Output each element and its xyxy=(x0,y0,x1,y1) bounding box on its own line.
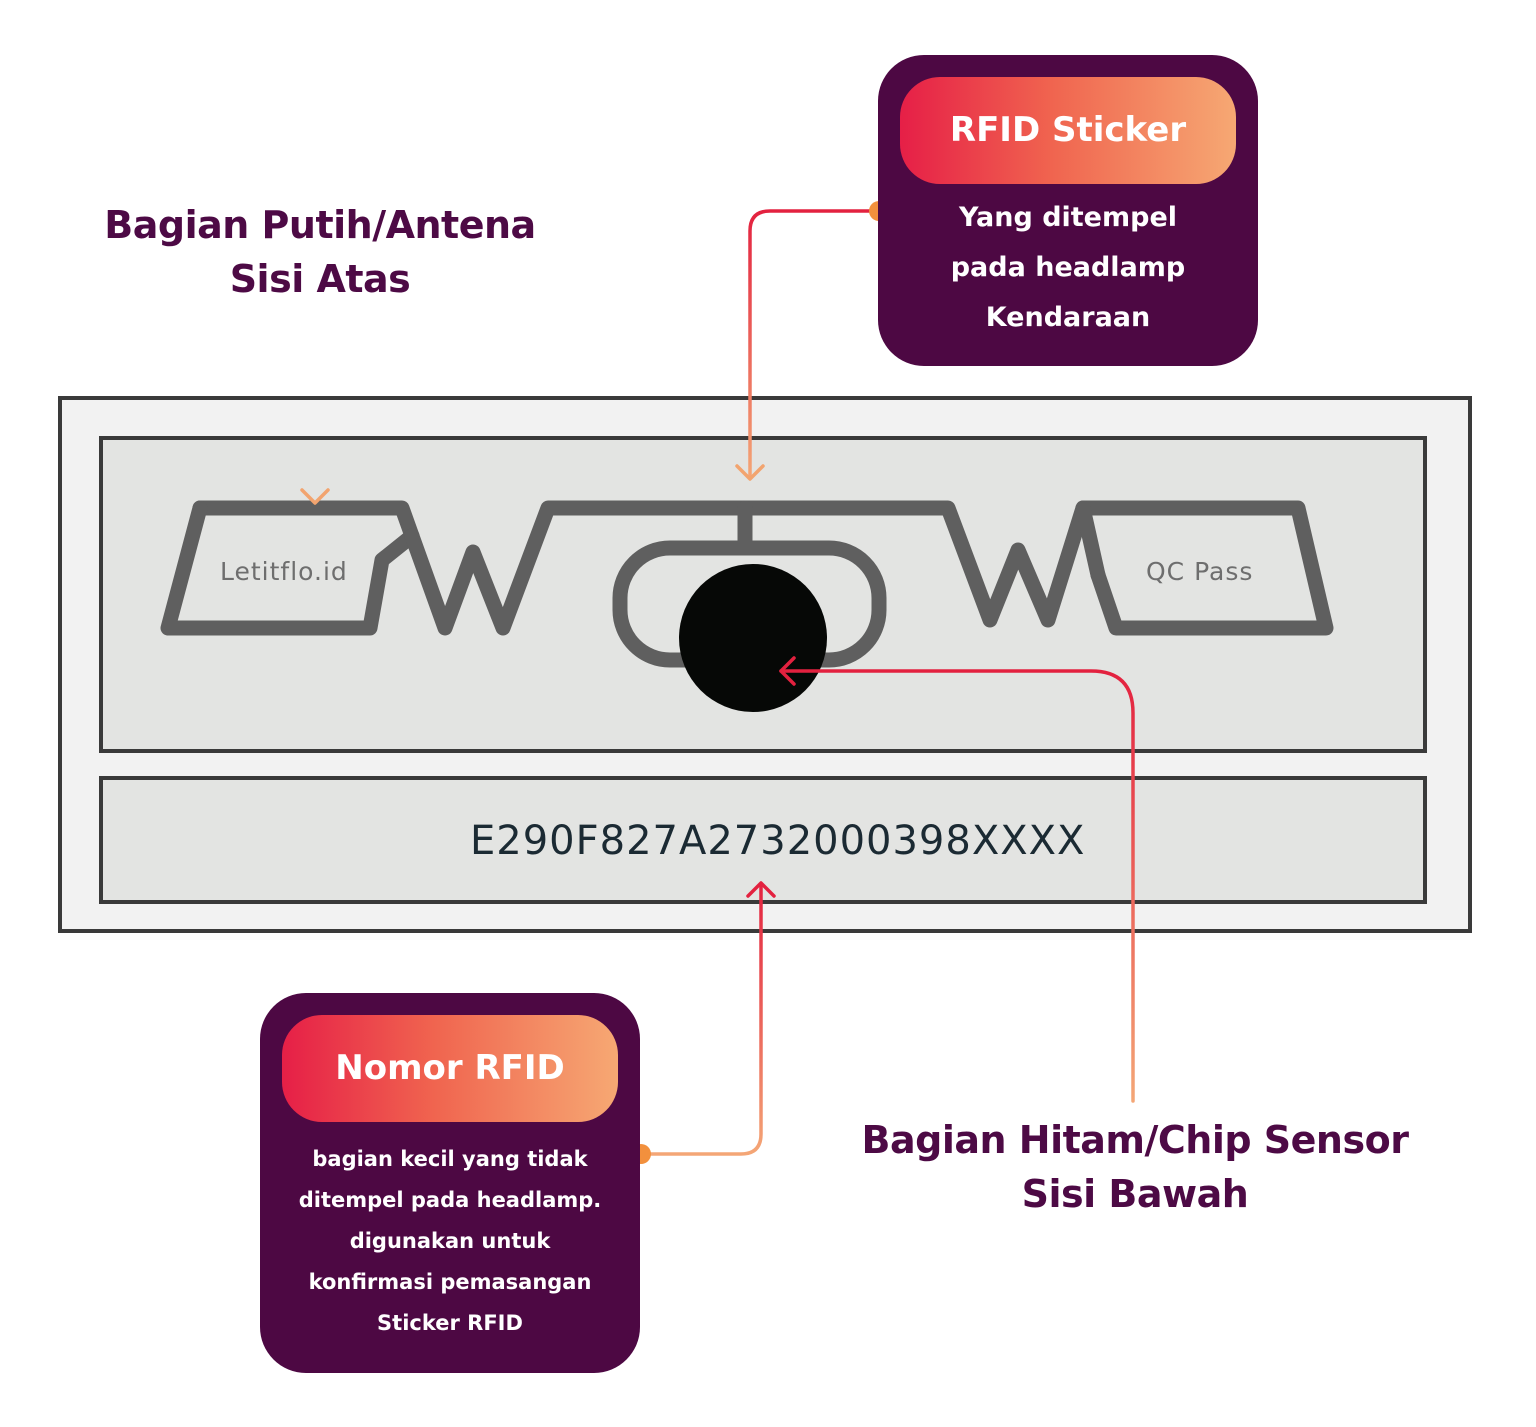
chip-arrowhead xyxy=(779,656,796,686)
number-arrowhead xyxy=(746,881,776,898)
number-card: Nomor RFID bagian kecil yang tidak ditem… xyxy=(260,993,640,1373)
antenna-heading: Bagian Putih/Antena Sisi Atas xyxy=(80,198,560,306)
chip-sensor xyxy=(679,564,827,712)
number-card-line: Sticker RFID xyxy=(377,1311,523,1335)
sticker-card-description: Yang ditempel pada headlamp Kendaraan xyxy=(878,193,1258,343)
sticker-card-line: Kendaraan xyxy=(985,302,1151,333)
antenna-heading-line1: Bagian Putih/Antena xyxy=(104,203,536,247)
rfid-number: E290F827A2732000398XXXX xyxy=(470,818,1086,864)
sticker-arrow xyxy=(748,209,880,480)
number-card-line: konfirmasi pemasangan xyxy=(308,1270,592,1294)
sticker-card-title: RFID Sticker xyxy=(900,77,1236,184)
antenna-trace xyxy=(160,500,1334,668)
tag-left-text: Letitflo.id xyxy=(220,557,348,586)
number-card-line: bagian kecil yang tidak xyxy=(312,1147,588,1171)
number-card-line: ditempel pada headlamp. xyxy=(298,1188,602,1212)
chip-heading: Bagian Hitam/Chip Sensor Sisi Bawah xyxy=(830,1113,1440,1221)
sticker-card-line: Yang ditempel xyxy=(958,202,1178,233)
chip-heading-line1: Bagian Hitam/Chip Sensor xyxy=(861,1118,1409,1162)
tag-right-text: QC Pass xyxy=(1146,557,1254,586)
antenna-arrowhead xyxy=(300,488,330,505)
number-arrow xyxy=(639,882,763,1156)
number-panel xyxy=(99,776,1427,904)
chip-heading-line2: Sisi Bawah xyxy=(1021,1172,1249,1216)
chip-arrow xyxy=(779,669,1135,1103)
number-card-title: Nomor RFID xyxy=(282,1015,618,1122)
sticker-arrowhead xyxy=(735,464,765,481)
sticker-card: RFID Sticker Yang ditempel pada headlamp… xyxy=(878,55,1258,366)
antenna-heading-line2: Sisi Atas xyxy=(229,257,411,301)
number-card-line: digunakan untuk xyxy=(349,1229,551,1253)
number-card-description: bagian kecil yang tidak ditempel pada he… xyxy=(260,1139,640,1344)
sticker-card-line: pada headlamp xyxy=(950,252,1186,283)
